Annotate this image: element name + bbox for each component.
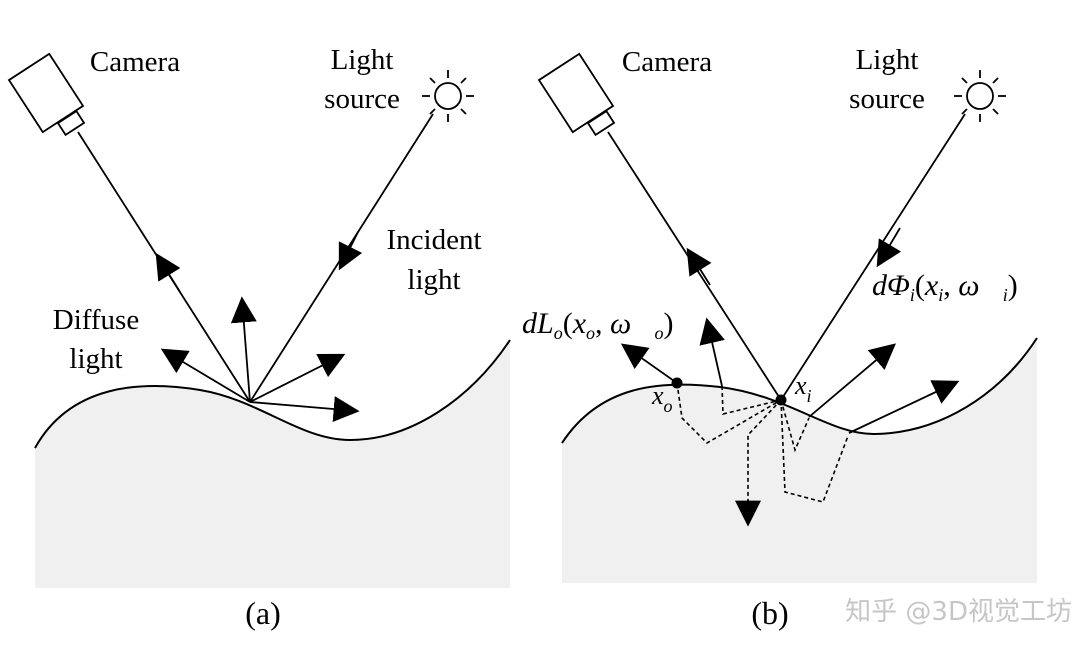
reflected-ray-arrow [155,252,181,293]
outgoing-radiance-label: dLo(xo, ω⃗o) [522,307,674,343]
surface-curve [34,339,511,449]
camera-label: Camera [90,46,180,78]
sun-icon [954,70,1006,122]
caption-b: (b) [751,595,788,631]
surface-material [562,338,1037,583]
incident-ray-arrow [338,231,363,271]
point-xo [671,377,683,389]
camera-icon [7,52,86,137]
diffuse-rays [160,296,360,422]
light-label-1: Light [856,44,919,76]
surface-material [35,340,510,588]
diffuse-label-1: Diffuse [53,304,139,336]
panel-a: Camera Light source Incident light Diffu… [7,44,511,631]
incident-ray-arrow [876,227,902,268]
point-xi [775,394,787,406]
camera-label: Camera [622,46,712,78]
watermark: 知乎 @3D视觉工坊 [845,597,1072,627]
camera-icon [537,52,616,137]
incident-ray [780,113,966,401]
light-label-1: Light [331,44,394,76]
xo-label: xo [651,381,673,416]
scattered-rays [620,317,960,434]
incident-label-1: Incident [386,224,481,256]
light-label-2: source [849,83,925,115]
light-label-2: source [324,83,400,115]
svg-text:dΦi(xi, ω⃗i): dΦi(xi, ω⃗i) [872,269,1018,305]
surface-curve [561,337,1038,444]
reflected-ray-arrow [686,247,712,286]
xi-label: xi [794,371,812,406]
diffuse-label-2: light [69,343,122,375]
svg-text:dLo(xo, ω⃗o): dLo(xo, ω⃗o) [522,307,674,343]
incident-label-2: light [407,264,460,296]
panel-b: Camera Light source dLo(xo, ω⃗o) dΦi(xi,… [522,44,1072,631]
reflected-ray [607,131,782,401]
sun-icon [422,70,474,122]
subsurface-paths [676,382,849,505]
caption-a: (a) [245,595,281,631]
incident-flux-label: dΦi(xi, ω⃗i) [872,269,1018,305]
incident-ray [249,113,434,403]
